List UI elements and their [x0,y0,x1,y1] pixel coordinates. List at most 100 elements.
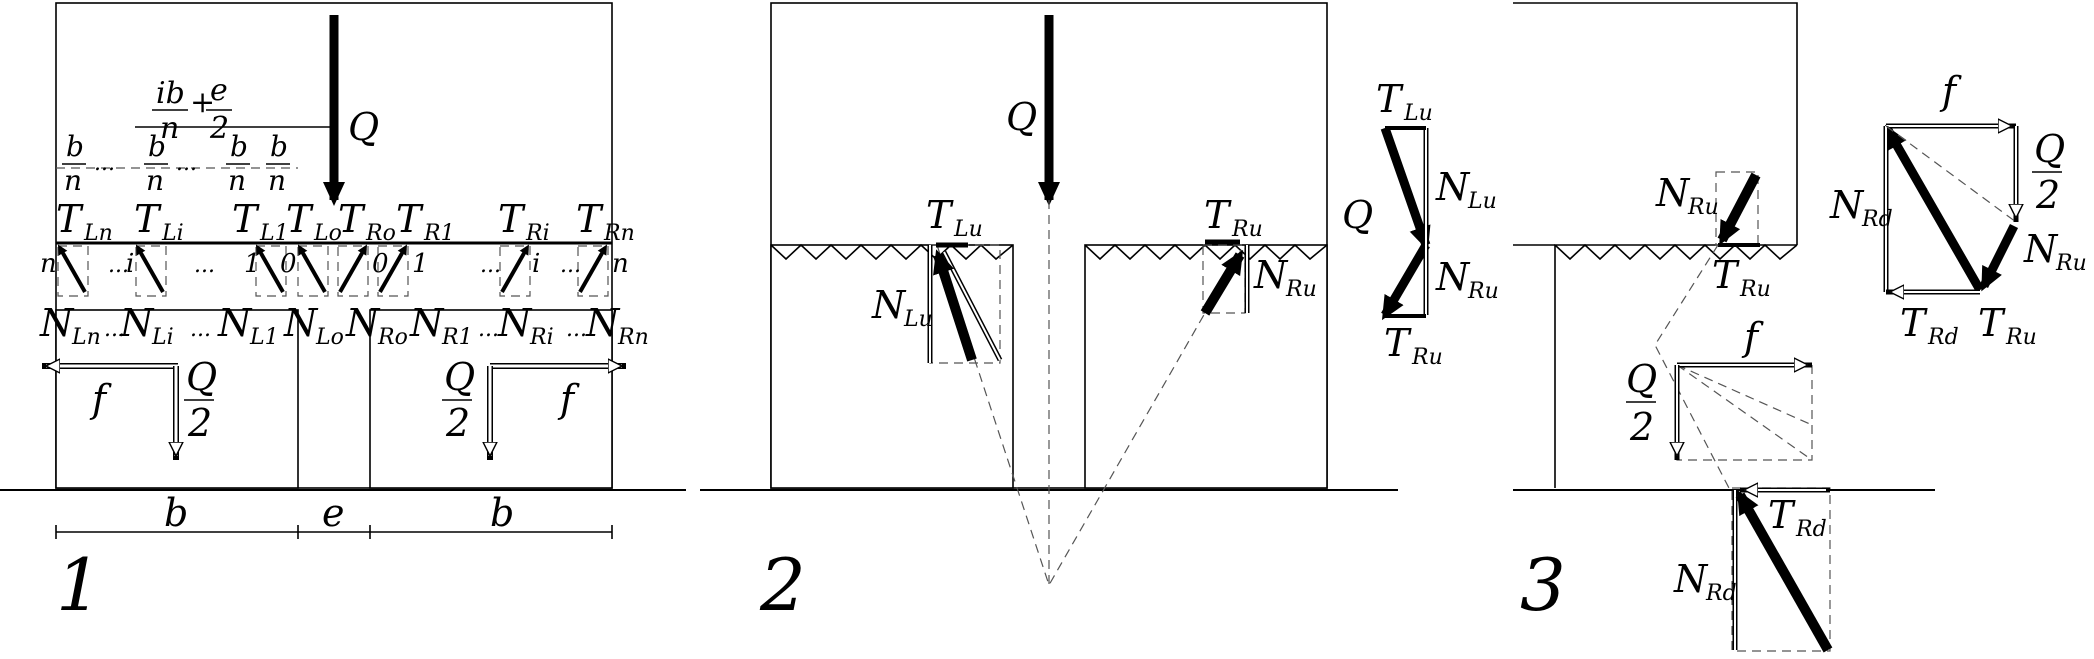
T-label-Rn: T [576,197,604,241]
bn-den: n [268,164,286,197]
force-arrow-Ro [338,244,367,293]
T-Rd-sub: Rd [1795,517,1827,542]
poly-T-Ru-label: T [1384,321,1412,365]
N-Lu-label: N [871,283,907,327]
panel-1: Q ib n + e 2 b n ... b n ... b n b [0,2,686,627]
force-box [337,245,369,297]
T-sub-Ri: Ri [525,221,550,246]
half-load-num-right: Q [444,355,475,399]
dim-e: e [322,491,345,535]
polygon-Q-lower [1381,242,1430,321]
index-1-right: 1 [412,249,429,279]
poly-N-Ru-sub: Ru [2055,251,2087,276]
poly-N-Rd-sub: Rd [1861,207,1893,232]
offset-num: ib [156,76,185,111]
dim-b-left: b [164,491,188,535]
offset-e: e [210,73,228,108]
bn-fraction-1: b n [62,130,86,197]
left-lower-block [770,244,1014,489]
force-arrow-Ri [500,244,529,293]
N-label-Li: N [119,301,155,345]
bn-ellipsis-2: ... [176,151,197,176]
poly-N-Lu-label: N [1435,165,1471,209]
offset-plus: + [190,85,215,120]
offset-two: 2 [209,111,229,146]
poly-T-Rd-sub: Rd [1927,325,1959,350]
N-Ru-label: N [1655,171,1691,215]
T-sub-L1: L1 [259,221,289,246]
N-label-R1: N [409,301,445,345]
poly-T-Ru-sub: Ru [2005,325,2037,350]
force-arrow-Ln [58,244,87,293]
T-sub-Ro: Ro [365,221,396,246]
bn-den: n [64,164,82,197]
N-sub-Lo: Lo [315,325,344,350]
polygon-N-Rd [1884,124,1984,293]
N-sub-L1: L1 [249,325,279,350]
half-load-den-left: 2 [187,401,212,445]
bn-num: b [66,130,84,163]
index-dots: ... [480,253,501,278]
N-dots: ... [190,317,211,342]
dim-b-right: b [490,491,514,535]
contact-forces [57,244,609,297]
panel-number-2: 2 [759,543,806,627]
force-box [499,245,531,297]
T-label-Ro: T [338,197,366,241]
T-Ru-label: T [1204,193,1232,237]
index-n-right: n [612,249,629,279]
N-sub-Rn: Rn [617,325,649,350]
T-Lu-sub: Lu [953,217,983,242]
force-box [255,245,287,297]
load-label: Q [348,105,379,149]
bn-fraction-3: b n [226,130,250,197]
index-1-left: 1 [244,249,261,279]
poly-N-Lu-sub: Lu [1467,189,1497,214]
half-load-den: 2 [1629,405,1654,449]
poly-T-Rd-label: T [1900,301,1928,345]
T-label-L1: T [232,197,260,241]
bn-num: b [230,130,248,163]
diag-dash [1676,364,1813,461]
T-Rd-label: T [1768,493,1796,537]
right-lower-block [1084,244,1328,489]
panel-number-3: 3 [1520,543,1566,627]
diag-dash [1676,364,1813,426]
N-sub-Ln: Ln [71,325,101,350]
force-box [577,245,609,297]
force-arrow-Rn [578,244,607,293]
half-load-num-left: Q [186,355,217,399]
T-label-Ln: T [56,197,84,241]
N-Ru-sub: Ru [1285,277,1317,302]
force-polygon: T Lu Q N Lu N Ru T Ru [1342,77,1499,370]
T-sub-Lo: Lo [313,221,342,246]
index-i-right: i [532,249,540,279]
poly-half-load-num: Q [2034,127,2065,171]
N-dots: ... [104,317,125,342]
force-polygon: f Q 2 N Rd N Ru T Rd T Ru [1829,69,2087,350]
N-Lu-sub: Lu [903,307,933,332]
half-load-den-right: 2 [445,401,470,445]
N-Rd-label: N [1673,557,1709,601]
polygon-Q-upper [1380,126,1431,251]
index-0-left: 0 [280,249,297,279]
N-label-Ln: N [39,301,75,345]
poly-half-load-den: 2 [2035,173,2060,217]
bn-num: b [148,130,166,163]
T-sub-Rn: Rn [603,221,635,246]
N-label-Ro: N [345,301,381,345]
N-Ru-sub: Ru [1687,195,1719,220]
T-sub-R1: R1 [423,221,455,246]
N-Ru-label: N [1253,253,1289,297]
poly-N-Rd-label: N [1829,183,1865,227]
poly-N-Ru-sub: Ru [1467,279,1499,304]
bn-num: b [270,130,288,163]
reaction-arrow-left [933,249,977,362]
serrated-interface-left [770,243,1014,261]
friction-label: f [1741,315,1764,359]
bn-den: n [146,164,164,197]
polygon-N-Ru [1979,223,2019,292]
N-label-L1: N [217,301,253,345]
poly-T-Lu-sub: Lu [1403,101,1433,126]
index-i-left: i [126,249,134,279]
